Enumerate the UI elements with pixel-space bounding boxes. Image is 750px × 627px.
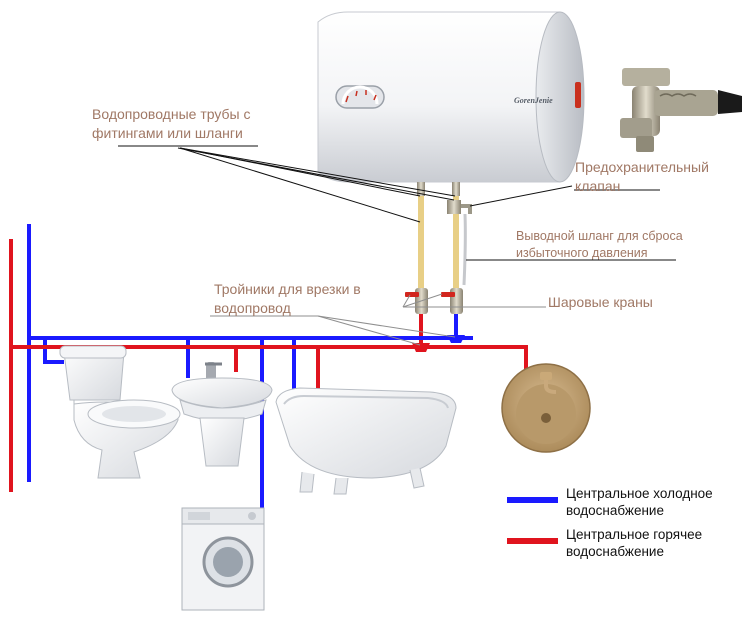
heater-hoses	[405, 196, 472, 352]
label-pipes: Водопроводные трубы с фитингами или шлан…	[92, 106, 251, 141]
label-tees: Тройники для врезки в водопровод	[214, 281, 361, 316]
legend-swatch-hot	[507, 538, 558, 544]
ball-valve-hot-icon	[405, 288, 428, 314]
safety-valve-icon	[620, 68, 742, 152]
indicator-light-icon	[575, 82, 581, 108]
legend-swatch-cold	[507, 497, 558, 503]
heater-brand: GorenJenie	[514, 96, 553, 105]
toilet-icon	[59, 345, 181, 479]
label-safety-valve: Предохранительный клапан	[575, 159, 709, 194]
wash-basin-icon	[171, 362, 273, 467]
legend	[507, 497, 558, 544]
legend-hot-label: Центральное горячее водоснабжение	[566, 527, 703, 559]
water-heater: GorenJenie	[317, 11, 585, 196]
drain-hose	[462, 213, 467, 286]
label-drain-hose: Выводной шланг для сброса избыточного да…	[516, 229, 683, 260]
label-ball-valves: Шаровые краны	[548, 294, 653, 310]
washing-machine-icon	[181, 507, 265, 611]
leader-lines-thin	[210, 293, 546, 346]
bathtub-icon	[275, 387, 457, 495]
thermostat-dial-icon	[335, 85, 385, 109]
kitchen-sink-icon	[501, 363, 591, 453]
legend-cold-label: Центральное холодное водоснабжение	[566, 486, 713, 518]
ball-valve-cold-icon	[441, 288, 463, 314]
leader-lines	[118, 145, 676, 261]
